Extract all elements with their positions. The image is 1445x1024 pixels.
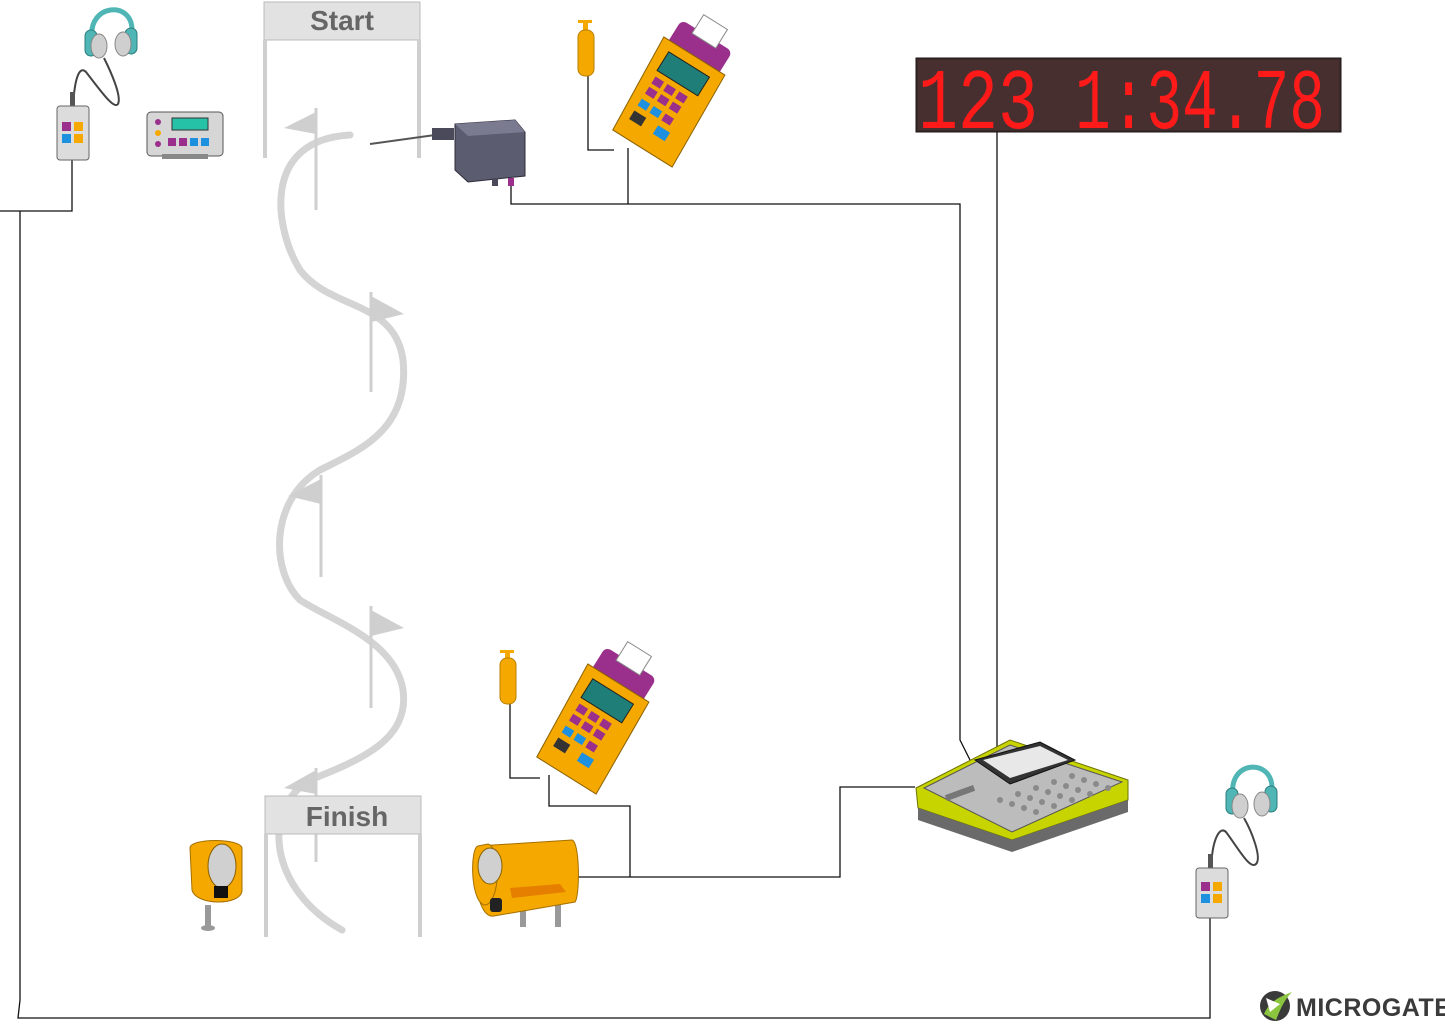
gate-flag-icon xyxy=(369,606,404,708)
pushbutton-icon xyxy=(499,650,517,705)
start-label: Start xyxy=(310,5,374,36)
brand-name: MICROGATE xyxy=(1296,994,1445,1022)
scoreboard: 123 1:34.78 xyxy=(915,56,1342,154)
connection-wires xyxy=(0,60,1211,1019)
start-gate: Start xyxy=(263,1,421,158)
course-path xyxy=(275,131,408,934)
microgate-logo: MICROGATE xyxy=(1260,991,1445,1022)
headset-icon xyxy=(1211,764,1278,867)
gate-flag-icon xyxy=(369,292,404,392)
gate-flag-icon xyxy=(284,108,318,210)
main-timer-icon xyxy=(915,739,1129,852)
photocell-icon xyxy=(472,839,579,927)
gate-flag-icon xyxy=(288,475,323,577)
start-gate-icon xyxy=(146,111,224,159)
radio-transceiver-icon xyxy=(1195,854,1229,919)
photocell-reflector-icon xyxy=(189,840,243,931)
scoreboard-bib: 123 xyxy=(918,56,1038,154)
handheld-timer-icon xyxy=(536,640,655,795)
headset-icon xyxy=(73,7,138,107)
scoreboard-time: 1:34.78 xyxy=(1075,56,1325,154)
handheld-timer-icon xyxy=(612,13,731,168)
finish-gate: Finish xyxy=(264,795,422,937)
pushbutton-icon xyxy=(577,20,595,77)
finish-label: Finish xyxy=(306,801,388,832)
start-sensor-icon xyxy=(369,119,526,186)
radio-transceiver-icon xyxy=(56,92,90,161)
